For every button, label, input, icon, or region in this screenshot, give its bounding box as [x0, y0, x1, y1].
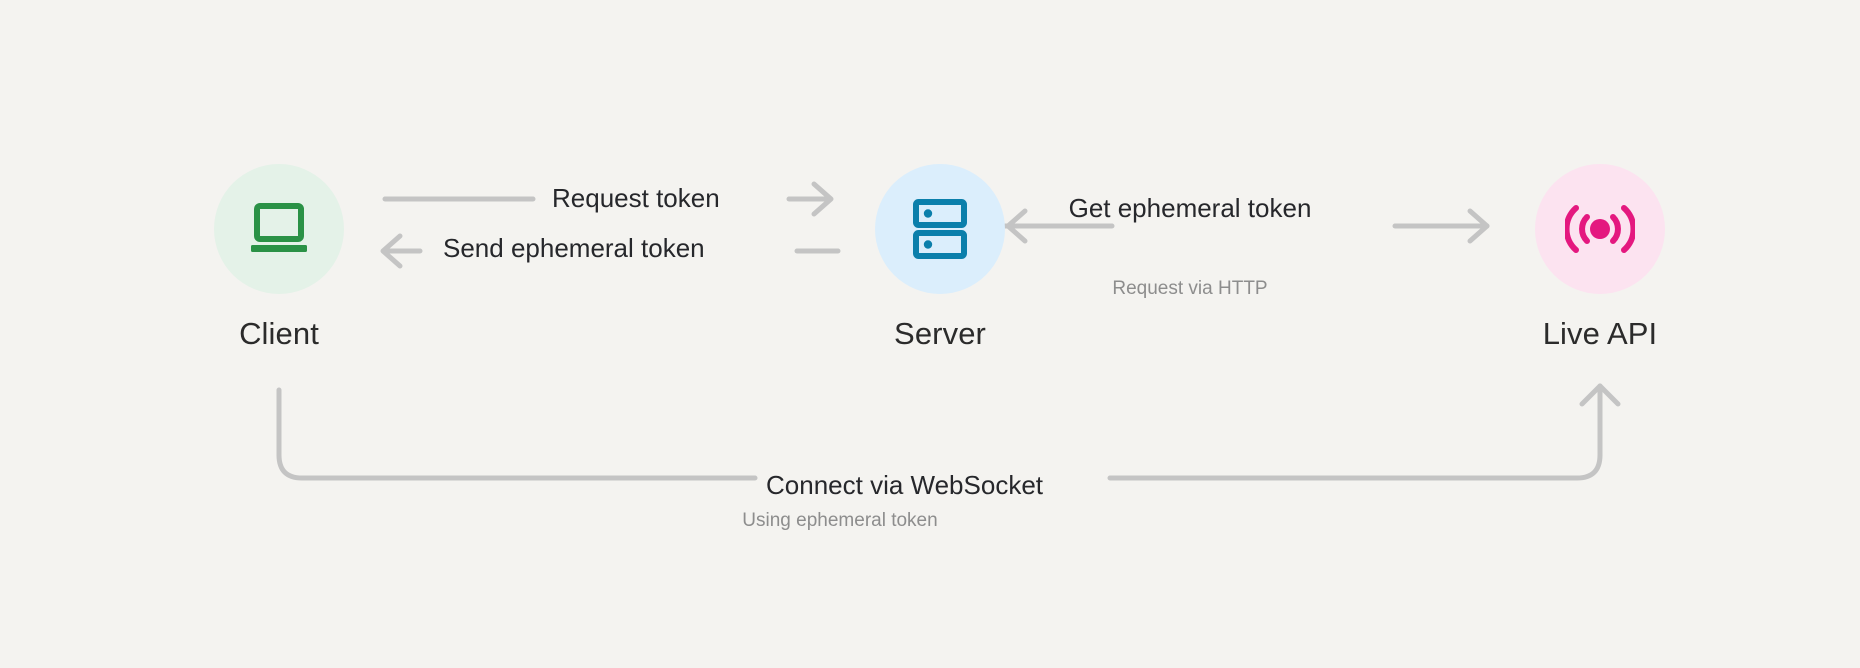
node-live-api[interactable]	[1535, 164, 1665, 294]
node-label-client: Client	[239, 316, 319, 351]
edge-get-token-arrow-right	[1392, 208, 1490, 244]
server-rack-icon	[913, 199, 967, 259]
edge-label-send-ephemeral-token: Send ephemeral token	[443, 233, 705, 263]
node-client[interactable]	[214, 164, 344, 294]
edge-sublabel-request-via-http: Request via HTTP	[1112, 278, 1268, 299]
node-label-server: Server	[894, 316, 986, 351]
edge-label-request-token: Request token	[552, 183, 720, 213]
broadcast-signal-icon	[1565, 205, 1635, 253]
edge-connect-websocket	[276, 383, 1621, 481]
edge-sublabel-using-ephemeral-token: Using ephemeral token	[742, 510, 938, 531]
node-server[interactable]	[875, 164, 1005, 294]
laptop-icon	[251, 203, 307, 252]
edge-label-connect-via-websocket: Connect via WebSocket	[766, 470, 1043, 500]
node-label-live-api: Live API	[1542, 316, 1658, 351]
edge-label-get-ephemeral-token: Get ephemeral token	[1068, 193, 1312, 223]
